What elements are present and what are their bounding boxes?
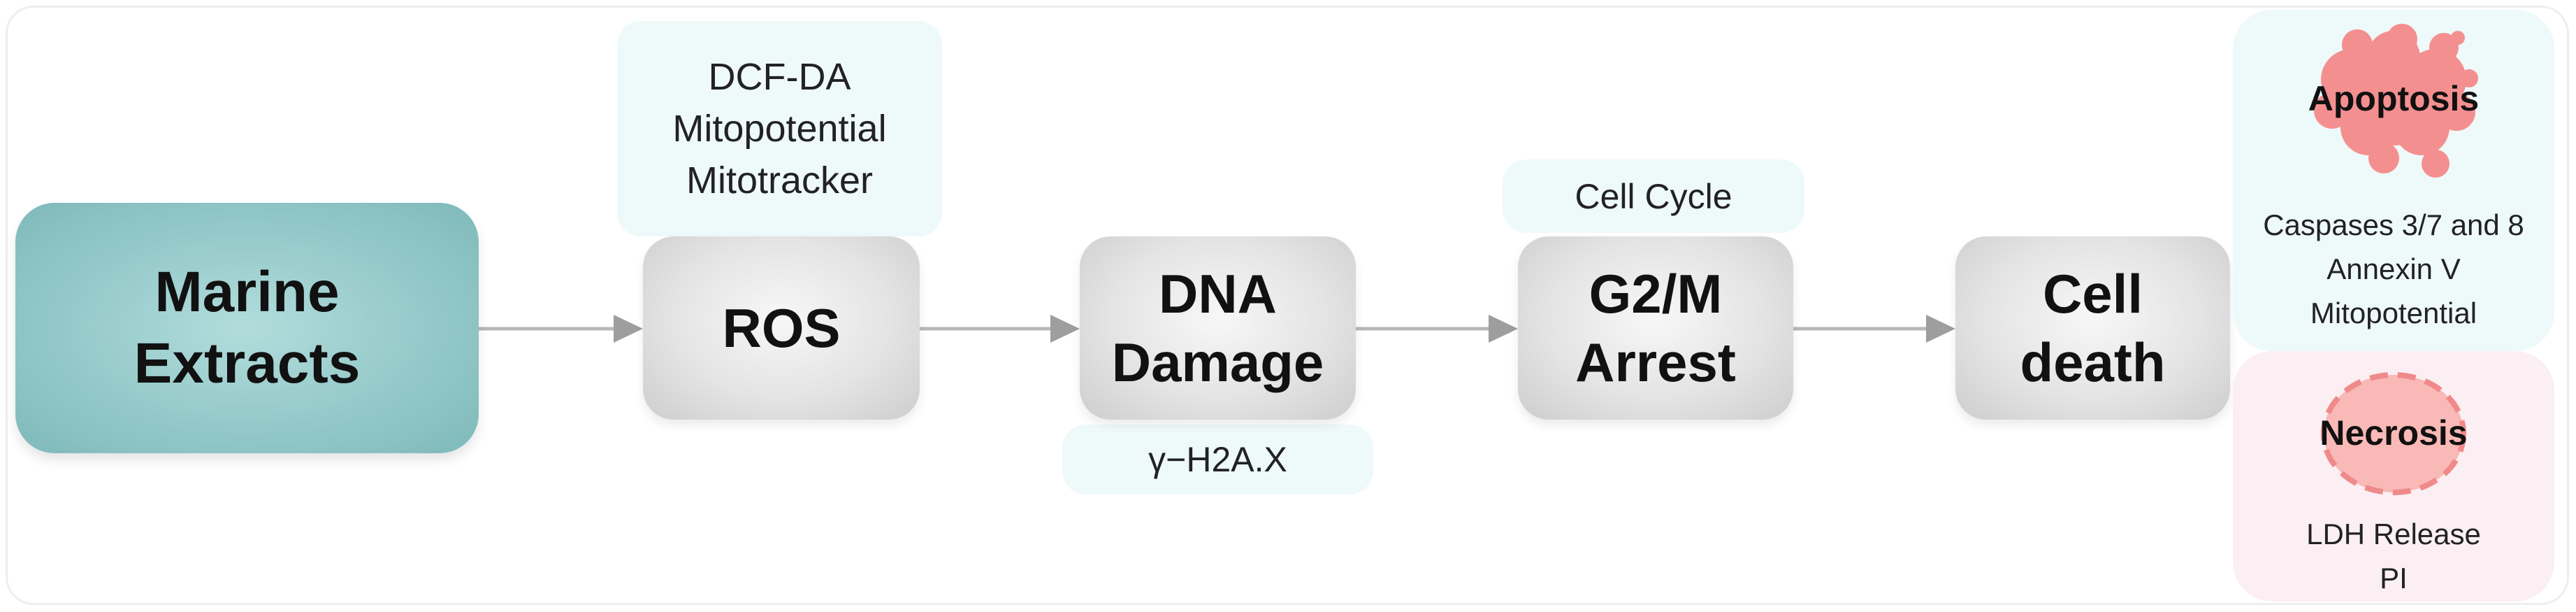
apoptosis-marker-1: Caspases 3/7 and 8 (2263, 208, 2524, 241)
cell-death-node: Cell death (1955, 236, 2230, 420)
ros-assay-3: Mitotracker (686, 159, 874, 201)
ros-assay-1: DCF-DA (708, 56, 851, 98)
marine-extracts-line-1: Marine (154, 260, 340, 324)
ros-label: ROS (722, 297, 841, 359)
ros-assays-note: DCF-DA Mitopotential Mitotracker (617, 21, 942, 236)
cell-cycle-note: Cell Cycle (1503, 159, 1804, 233)
ros-assay-2: Mitopotential (672, 108, 887, 150)
g2m-arrest-line-1: G2/M (1589, 263, 1723, 325)
necrosis-marker-1: LDH Release (2306, 518, 2481, 550)
g2m-arrest-node: G2/M Arrest (1518, 236, 1793, 420)
dna-damage-line-2: Damage (1111, 332, 1324, 393)
necrosis-cell-icon (2321, 372, 2466, 495)
arrow-dna-to-g2m (1356, 315, 1518, 343)
necrosis-title: Necrosis (2320, 413, 2468, 453)
apoptosis-panel: Apoptosis Caspases 3/7 and 8 Annexin V M… (2233, 10, 2554, 351)
h2ax-label: γ−H2A.X (1148, 440, 1287, 479)
necrosis-marker-2: PI (2380, 562, 2408, 595)
g2m-arrest-line-2: Arrest (1575, 332, 1736, 393)
necrosis-markers: LDH Release PI (2233, 512, 2554, 600)
apoptosis-markers: Caspases 3/7 and 8 Annexin V Mitopotenti… (2233, 203, 2554, 335)
marine-extracts-node: Marine Extracts (15, 203, 479, 453)
dna-damage-node: DNA Damage (1080, 236, 1356, 420)
necrosis-panel: Necrosis LDH Release PI (2233, 351, 2554, 602)
cell-death-line-2: death (2020, 332, 2166, 393)
cell-cycle-label: Cell Cycle (1575, 176, 1732, 216)
apoptosis-marker-3: Mitopotential (2310, 297, 2477, 329)
arrow-g2m-to-death (1793, 315, 1955, 343)
marine-extracts-line-2: Extracts (133, 332, 361, 395)
dna-damage-line-1: DNA (1159, 263, 1277, 325)
apoptosis-marker-2: Annexin V (2327, 252, 2461, 285)
apoptosis-cell-icon (2314, 24, 2478, 178)
diagram-frame (6, 6, 2569, 605)
arrow-marine-to-ros (479, 315, 643, 343)
ros-node: ROS (643, 236, 920, 420)
apoptosis-title: Apoptosis (2308, 79, 2480, 118)
cell-death-line-1: Cell (2042, 263, 2143, 325)
arrow-ros-to-dna (920, 315, 1080, 343)
dna-damage-note: γ−H2A.X (1062, 425, 1373, 494)
